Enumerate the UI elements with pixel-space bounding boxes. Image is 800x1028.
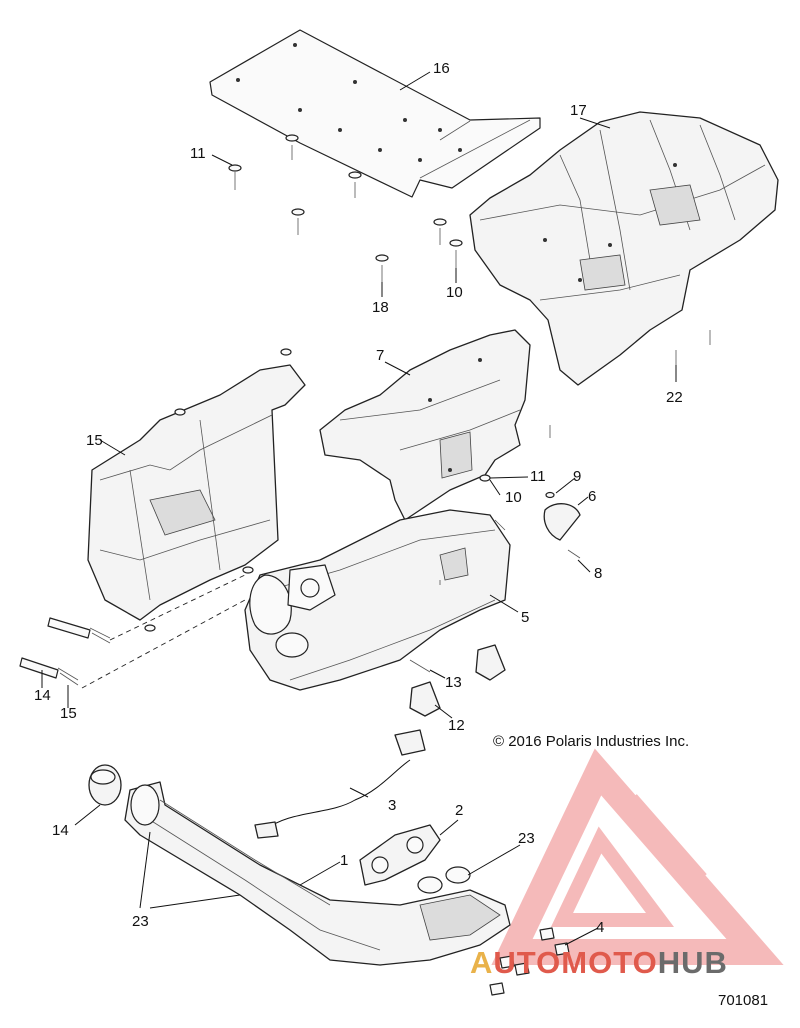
part-4-bolts [489, 927, 570, 996]
callout-22: 23 [518, 830, 535, 847]
callout-18: 16 [433, 60, 450, 77]
callout-1: 1 [340, 852, 348, 869]
part-15-spring [409, 519, 506, 673]
watermark-text: AUTOMOTOHUB [470, 945, 728, 981]
callout-14: 12 [448, 717, 465, 734]
callout-11-mid: 11 [530, 468, 546, 485]
callout-19: 17 [570, 102, 587, 119]
callout-4: 4 [596, 919, 604, 936]
callout-17: 14 [34, 687, 51, 704]
copyright-text: © 2016 Polaris Industries Inc. [493, 733, 690, 750]
callout-7: 7 [376, 347, 384, 364]
part-19-heat-shield [469, 111, 779, 386]
watermark-suffix: HUB [657, 945, 728, 980]
part-5-muffler [244, 509, 511, 691]
leader-lines [41, 71, 677, 946]
part-6-cover [543, 503, 581, 541]
part-1-header-pipe [124, 781, 511, 966]
callout-11-top: 11 [190, 145, 206, 162]
callout-15: 13 [445, 674, 462, 691]
part-13-heat-shield [87, 364, 306, 621]
callout-5: 5 [521, 609, 529, 626]
part-18-heat-plate [209, 29, 541, 198]
part-3-sensor [254, 729, 426, 839]
callout-6: 6 [588, 488, 596, 505]
callout-21: 22 [666, 389, 683, 406]
callout-13: 15 [86, 432, 103, 449]
part-16-17-springs-bolts [19, 617, 111, 686]
watermark-logo [491, 748, 784, 965]
callout-9: 9 [573, 468, 581, 485]
callout-10-top: 10 [446, 284, 463, 301]
callout-labels: 16 17 11 18 10 7 22 15 11 9 10 6 8 5 13 … [34, 60, 683, 936]
callout-3: 3 [388, 797, 396, 814]
part-2-gasket [359, 824, 441, 886]
part-12-sleeve [88, 764, 122, 806]
callout-8: 8 [594, 565, 602, 582]
part-7-heat-shield [319, 329, 531, 521]
assembly-lines [81, 574, 246, 689]
callout-12: 14 [52, 822, 69, 839]
drawing-number: 701081 [718, 992, 769, 1009]
part-14-isolators [409, 644, 506, 717]
callout-23: 23 [132, 913, 149, 930]
callout-16: 15 [60, 705, 77, 722]
callout-2: 2 [455, 802, 463, 819]
callout-20: 18 [372, 299, 389, 316]
watermark-middle: UTOMOTO [493, 945, 658, 980]
watermark-prefix: A [470, 945, 494, 980]
part-22-rings [417, 866, 471, 894]
callout-10-mid: 10 [505, 489, 522, 506]
